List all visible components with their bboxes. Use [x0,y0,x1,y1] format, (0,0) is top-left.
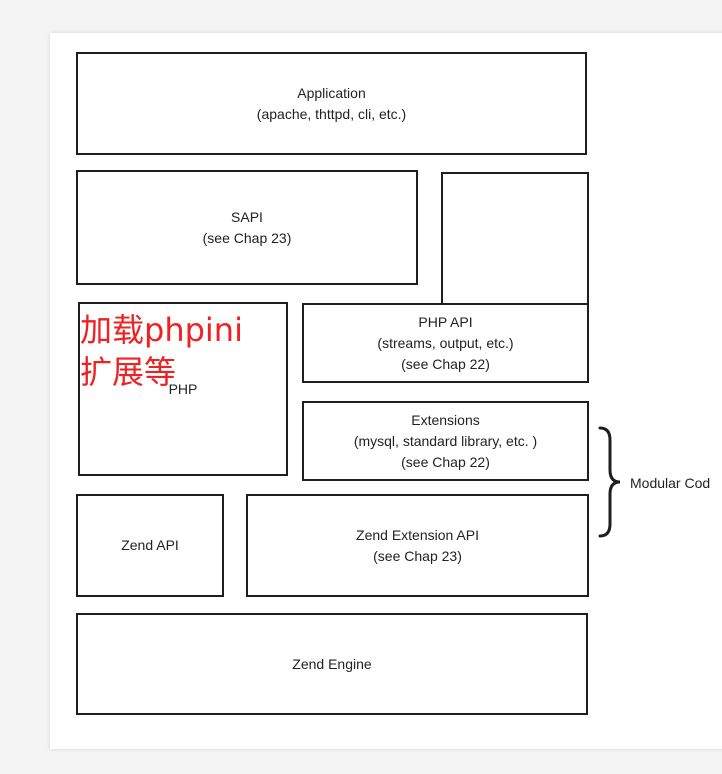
zend-extension-api-layer: Zend Extension API (see Chap 23) [246,494,589,597]
zend-extension-api-subtitle: (see Chap 23) [373,547,462,564]
extensions-title: Extensions [411,411,480,428]
annotation-line-1: 加载phpini [80,311,243,349]
zend-engine-title: Zend Engine [292,655,372,672]
php-api-title: PHP API [418,313,473,330]
sapi-title: SAPI [231,208,263,225]
zend-api-title: Zend API [121,537,179,553]
extensions-line3: (see Chap 22) [401,453,490,470]
zend-engine-layer: Zend Engine [76,613,588,715]
sapi-layer: SAPI (see Chap 23) [76,170,418,285]
modular-code-label: Modular Cod [630,475,711,491]
extensions-layer: Extensions (mysql, standard library, etc… [302,401,589,481]
php-api-line2: (streams, output, etc.) [377,334,514,351]
application-subtitle: (apache, thttpd, cli, etc.) [256,105,407,122]
extensions-line2: (mysql, standard library, etc. ) [353,432,538,449]
red-annotation: 加载phpini 扩展等 [80,309,243,393]
application-layer: Application (apache, thttpd, cli, etc.) [76,52,587,155]
zend-extension-api-title: Zend Extension API [356,526,479,543]
brace-icon [598,426,621,538]
blank-layer-box [441,172,589,312]
php-api-line3: (see Chap 22) [401,355,490,372]
annotation-line-2: 扩展等 [80,353,177,391]
php-title: PHP [168,380,198,397]
application-title: Application [297,84,366,101]
php-layer: PHP [78,302,288,476]
zend-api-layer: Zend API [76,494,224,597]
sapi-subtitle: (see Chap 23) [202,229,292,246]
php-api-layer: PHP API (streams, output, etc.) (see Cha… [302,303,589,383]
